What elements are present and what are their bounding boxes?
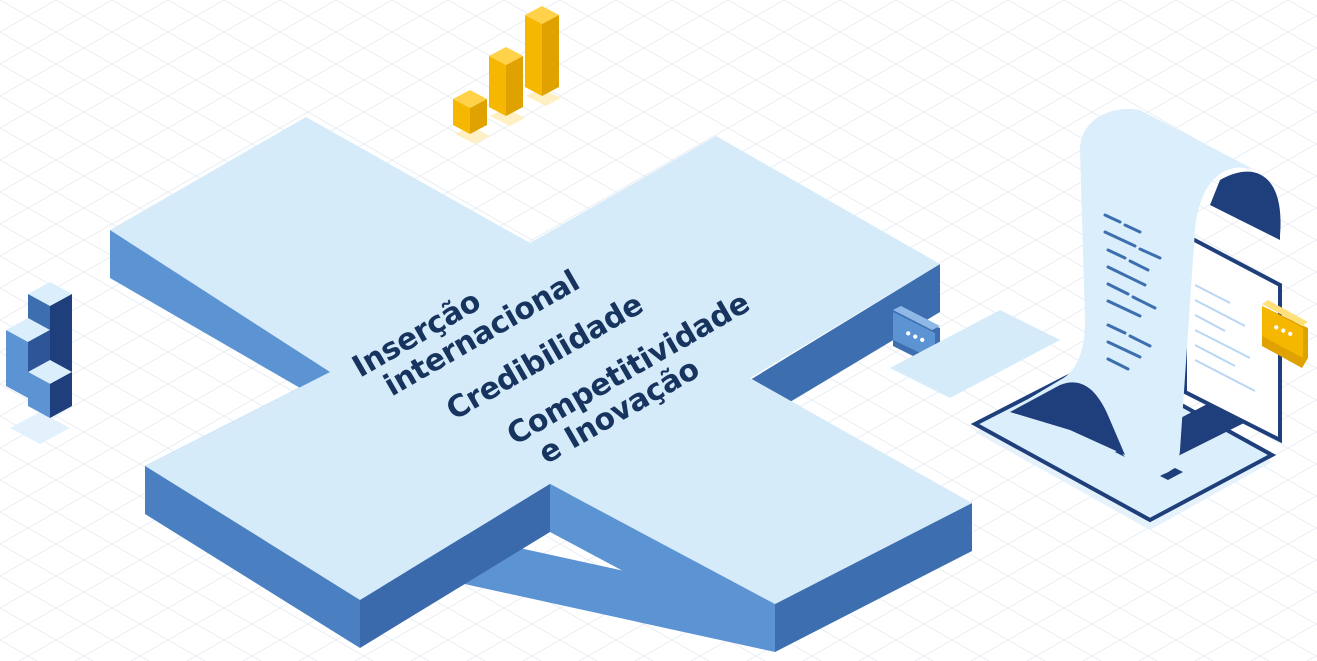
chat-bubble-right: ••• xyxy=(1262,300,1308,368)
screen-code-lines xyxy=(1194,284,1256,392)
bar-chart-icon xyxy=(453,6,561,144)
paper-scroll-icon xyxy=(1010,109,1281,475)
paper-code-lines xyxy=(1103,213,1162,371)
isometric-plus-shape xyxy=(110,117,972,652)
stacked-cubes-icon xyxy=(6,282,72,444)
